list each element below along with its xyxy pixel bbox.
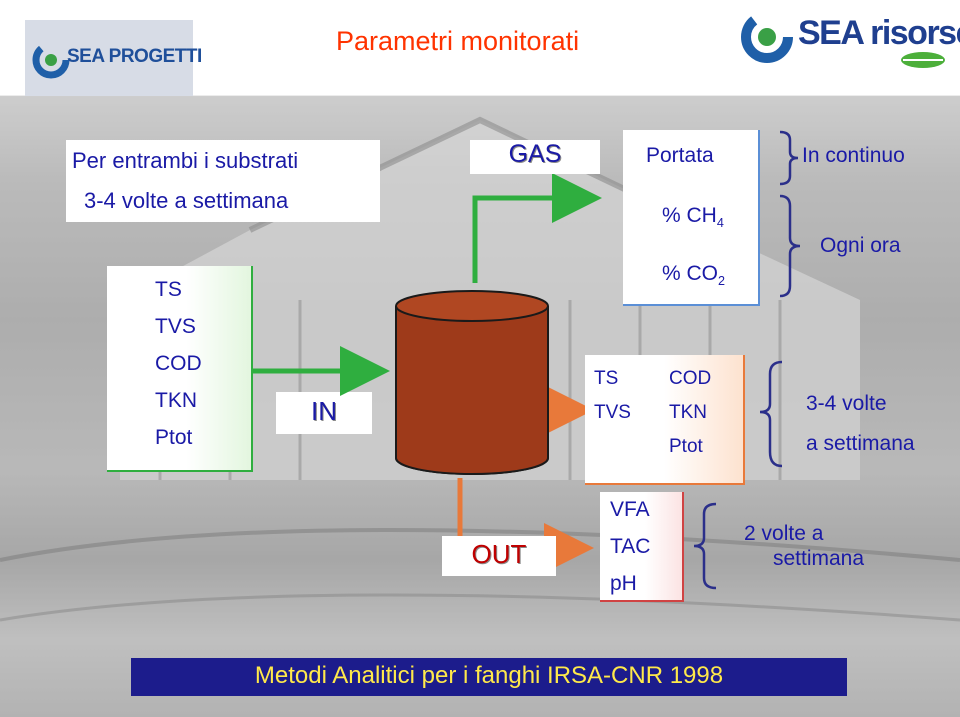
- digester-tank: [395, 290, 549, 475]
- in-label: IN: [311, 396, 337, 426]
- input-param: TS: [155, 278, 182, 301]
- page-title: Parametri monitorati: [336, 26, 580, 56]
- in-label-box: [276, 392, 372, 434]
- co2-text: % CO: [662, 262, 719, 285]
- digester-param: COD: [669, 368, 712, 389]
- digester-freq-line2: a settimana: [806, 432, 915, 455]
- footer-box: [131, 658, 847, 696]
- brace-hourly: [779, 194, 801, 298]
- logo-sea-risorse: SEA risorse: [738, 4, 960, 74]
- digester-param: Ptot: [669, 436, 703, 457]
- logo-left-text: SEA PROGETTI: [67, 46, 202, 67]
- digester-param: TS: [594, 368, 619, 389]
- out-freq-line2: settimana: [773, 547, 865, 570]
- out-params-box: [600, 492, 684, 602]
- digester-param: TKN: [669, 402, 707, 423]
- brace-digester-freq: [759, 360, 783, 468]
- out-freq-line1: 2 volte a: [744, 522, 824, 545]
- out-param: TAC: [610, 535, 651, 558]
- input-param: Ptot: [155, 426, 193, 449]
- ch4-subscript: 4: [716, 216, 724, 231]
- input-param: TVS: [155, 315, 196, 338]
- input-param: TKN: [155, 389, 197, 412]
- logo-sea-progetti: SEA PROGETTI: [25, 20, 202, 96]
- gas-freq-continuous: In continuo: [802, 144, 905, 167]
- logo-right-text: SEA risorse: [798, 14, 960, 52]
- gas-param-co2: % CO2: [662, 262, 725, 288]
- gas-param-portata: Portata: [646, 144, 714, 167]
- gas-param-ch4: % CH4: [662, 204, 724, 230]
- gas-freq-hourly: Ogni ora: [820, 234, 901, 257]
- digester-params-box: [585, 355, 745, 485]
- input-params-box: [107, 266, 253, 472]
- out-label-box: [442, 536, 556, 576]
- footer-text: Metodi Analitici per i fanghi IRSA-CNR 1…: [254, 662, 724, 689]
- leaf-icon: [901, 52, 945, 68]
- brace-continuous: [779, 130, 799, 186]
- substrates-line2: 3-4 volte a settimana: [84, 188, 289, 213]
- digester-param: TVS: [594, 402, 631, 423]
- out-param: VFA: [610, 498, 650, 521]
- co2-subscript: 2: [718, 274, 726, 289]
- ch4-text: % CH: [662, 204, 717, 227]
- brace-out-freq: [693, 502, 717, 590]
- out-param: pH: [610, 572, 637, 595]
- substrates-line1: Per entrambi i substrati: [72, 148, 299, 173]
- substrates-box: [66, 140, 380, 222]
- sea-swirl-icon: [32, 41, 70, 79]
- gas-label: GAS: [508, 140, 562, 168]
- sea-swirl-icon: [741, 11, 793, 63]
- gas-label-box: [470, 140, 600, 174]
- digester-freq-line1: 3-4 volte: [806, 392, 887, 415]
- gas-params-box: [623, 130, 760, 306]
- out-label: OUT: [471, 539, 527, 569]
- gas-arrow: [472, 173, 602, 283]
- input-param: COD: [155, 352, 202, 375]
